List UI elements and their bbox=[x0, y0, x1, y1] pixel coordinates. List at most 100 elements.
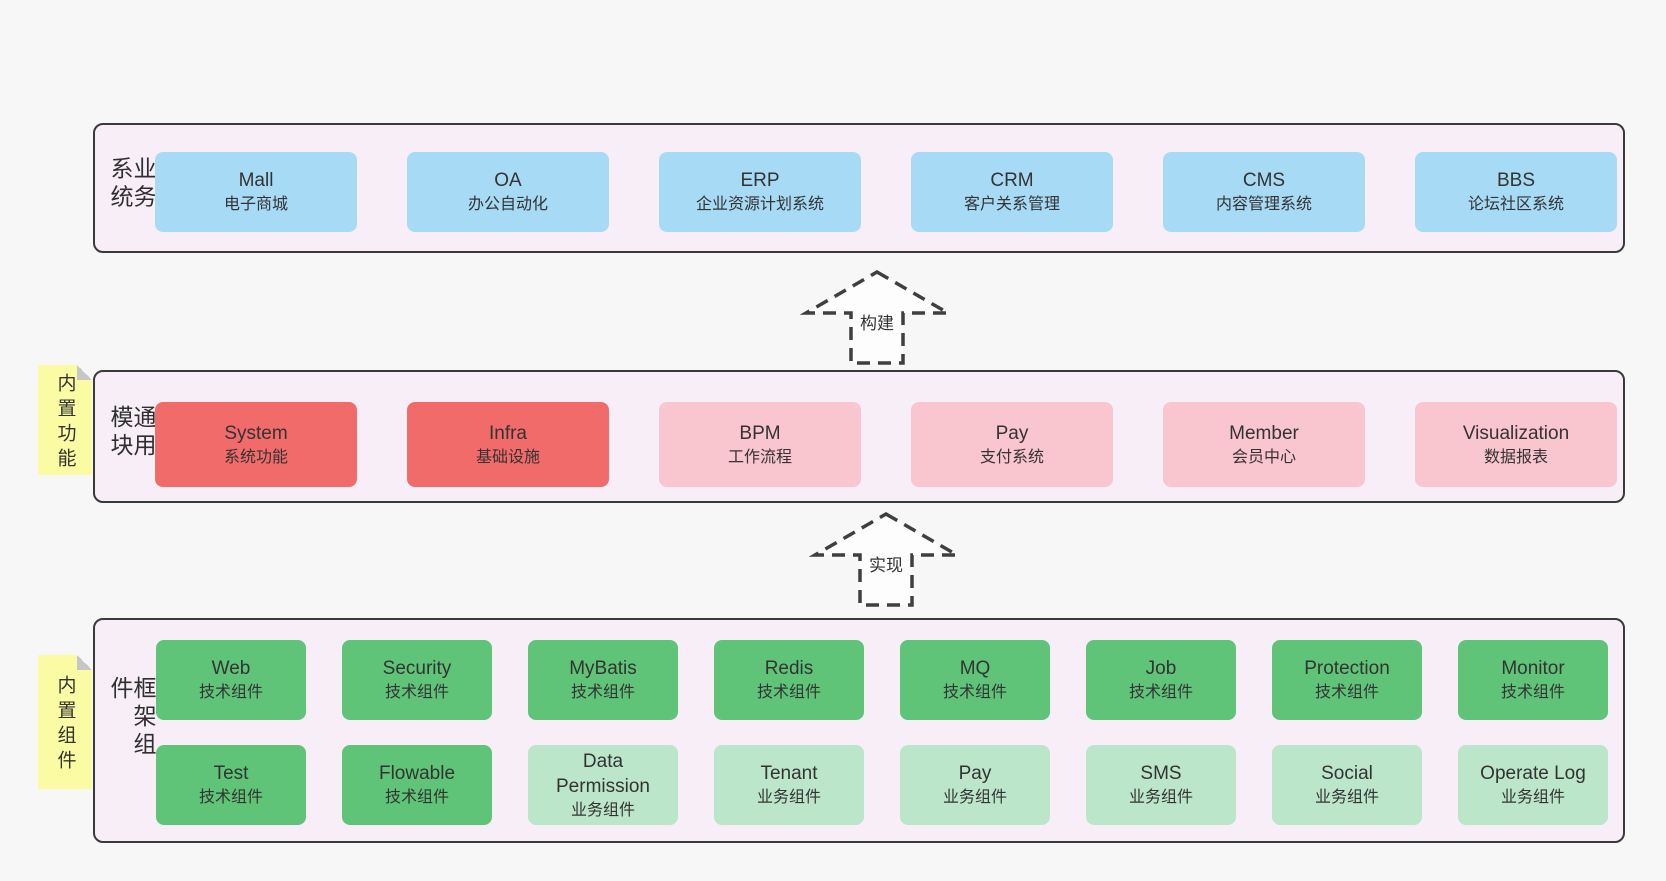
box-title: Pay bbox=[958, 763, 992, 784]
section-label: 框架组件 bbox=[107, 675, 156, 760]
box-member: Member 会员中心 bbox=[1163, 402, 1365, 487]
box-title: SMS bbox=[1140, 763, 1182, 784]
box-title: Monitor bbox=[1501, 658, 1565, 679]
box-title: MyBatis bbox=[569, 658, 637, 679]
box-title: Data Permission bbox=[556, 750, 650, 797]
box-subtitle: 技术组件 bbox=[942, 684, 1007, 701]
box-bbs: BBS 论坛社区系统 bbox=[1415, 152, 1617, 232]
box-subtitle: 业务组件 bbox=[570, 801, 635, 819]
box-bpm: BPM 工作流程 bbox=[659, 402, 861, 487]
box-subtitle: 技术组件 bbox=[384, 789, 449, 806]
section-business-systems: 业务系统 Mall 电子商城 OA 办公自动化 ERP 企业资源计划系统 CRM… bbox=[93, 123, 1625, 253]
box-title: Member bbox=[1229, 422, 1299, 444]
box-pay-business: Pay 业务组件 bbox=[900, 745, 1050, 825]
box-title: Mall bbox=[238, 170, 274, 191]
box-subtitle: 业务组件 bbox=[1128, 789, 1193, 806]
box-title: BBS bbox=[1496, 170, 1536, 191]
box-subtitle: 数据报表 bbox=[1483, 448, 1548, 466]
box-pay: Pay 支付系统 bbox=[911, 402, 1113, 487]
box-title: ERP bbox=[740, 170, 780, 191]
box-erp: ERP 企业资源计划系统 bbox=[659, 152, 861, 232]
box-social: Social 业务组件 bbox=[1272, 745, 1422, 825]
box-tenant: Tenant 业务组件 bbox=[714, 745, 864, 825]
box-system: System 系统功能 bbox=[155, 402, 357, 487]
box-title: BPM bbox=[739, 422, 781, 444]
box-subtitle: 论坛社区系统 bbox=[1467, 196, 1564, 213]
box-test: Test 技术组件 bbox=[156, 745, 306, 825]
folded-corner-icon bbox=[77, 655, 92, 670]
box-subtitle: 技术组件 bbox=[1314, 684, 1379, 701]
box-flowable: Flowable 技术组件 bbox=[342, 745, 492, 825]
section-label: 业务系统 bbox=[107, 156, 156, 213]
box-cms: CMS 内容管理系统 bbox=[1163, 152, 1365, 232]
box-subtitle: 企业资源计划系统 bbox=[695, 196, 824, 213]
folded-corner-icon bbox=[77, 365, 92, 380]
box-title: Web bbox=[211, 658, 251, 679]
box-subtitle: 客户关系管理 bbox=[963, 196, 1060, 213]
box-protection: Protection 技术组件 bbox=[1272, 640, 1422, 720]
section-common-modules: 通用模块 System 系统功能 Infra 基础设施 BPM 工作流程 Pay… bbox=[93, 370, 1625, 503]
box-redis: Redis 技术组件 bbox=[714, 640, 864, 720]
box-subtitle: 技术组件 bbox=[1500, 684, 1565, 701]
box-security: Security 技术组件 bbox=[342, 640, 492, 720]
note-text: 内置功能 bbox=[54, 373, 76, 473]
note-text: 内置组件 bbox=[54, 675, 76, 775]
box-title: Flowable bbox=[378, 763, 456, 784]
box-title: Security bbox=[382, 658, 452, 679]
box-title: OA bbox=[494, 170, 522, 191]
box-title: CMS bbox=[1242, 170, 1286, 191]
box-title: Tenant bbox=[760, 763, 818, 784]
box-title: Pay bbox=[995, 422, 1029, 444]
box-title: Test bbox=[213, 763, 249, 784]
box-oa: OA 办公自动化 bbox=[407, 152, 609, 232]
arrow-label: 实现 bbox=[865, 550, 907, 577]
box-title: Protection bbox=[1304, 658, 1390, 679]
box-subtitle: 技术组件 bbox=[198, 789, 263, 806]
box-title: Operate Log bbox=[1480, 763, 1586, 784]
box-mybatis: MyBatis 技术组件 bbox=[528, 640, 678, 720]
box-monitor: Monitor 技术组件 bbox=[1458, 640, 1608, 720]
box-title: Social bbox=[1321, 763, 1373, 784]
implement-arrow: 实现 bbox=[809, 508, 963, 611]
box-title: Infra bbox=[488, 422, 528, 444]
box-web: Web 技术组件 bbox=[156, 640, 306, 720]
box-sms: SMS 业务组件 bbox=[1086, 745, 1236, 825]
box-title: CRM bbox=[990, 170, 1034, 191]
box-crm: CRM 客户关系管理 bbox=[911, 152, 1113, 232]
section-framework-components: 框架组件 Web 技术组件 Security 技术组件 MyBatis 技术组件… bbox=[93, 618, 1625, 843]
sticky-note-builtin-components: 内置组件 bbox=[38, 655, 92, 789]
box-data-permission: Data Permission 业务组件 bbox=[528, 745, 678, 825]
box-subtitle: 电子商城 bbox=[223, 196, 288, 213]
box-title: System bbox=[224, 422, 288, 444]
box-subtitle: 系统功能 bbox=[223, 448, 288, 466]
box-subtitle: 业务组件 bbox=[1314, 789, 1379, 806]
box-title: Redis bbox=[764, 658, 814, 679]
build-arrow: 构建 bbox=[800, 266, 954, 369]
box-subtitle: 内容管理系统 bbox=[1215, 196, 1312, 213]
box-title: Visualization bbox=[1462, 422, 1570, 444]
box-subtitle: 技术组件 bbox=[384, 684, 449, 701]
box-subtitle: 业务组件 bbox=[942, 789, 1007, 806]
box-subtitle: 支付系统 bbox=[979, 448, 1044, 466]
section-label: 通用模块 bbox=[107, 404, 156, 461]
box-subtitle: 会员中心 bbox=[1231, 448, 1296, 466]
box-subtitle: 业务组件 bbox=[756, 789, 821, 806]
box-subtitle: 办公自动化 bbox=[467, 196, 548, 213]
box-infra: Infra 基础设施 bbox=[407, 402, 609, 487]
arrow-label: 构建 bbox=[856, 308, 898, 335]
box-subtitle: 基础设施 bbox=[475, 448, 540, 466]
box-operate-log: Operate Log 业务组件 bbox=[1458, 745, 1608, 825]
box-title: Job bbox=[1145, 658, 1177, 679]
box-subtitle: 技术组件 bbox=[198, 684, 263, 701]
sticky-note-builtin-features: 内置功能 bbox=[38, 365, 92, 475]
box-subtitle: 技术组件 bbox=[1128, 684, 1193, 701]
box-subtitle: 工作流程 bbox=[727, 448, 792, 466]
box-mall: Mall 电子商城 bbox=[155, 152, 357, 232]
box-subtitle: 业务组件 bbox=[1500, 789, 1565, 806]
box-title: MQ bbox=[959, 658, 991, 679]
box-visualization: Visualization 数据报表 bbox=[1415, 402, 1617, 487]
box-subtitle: 技术组件 bbox=[756, 684, 821, 701]
box-job: Job 技术组件 bbox=[1086, 640, 1236, 720]
box-subtitle: 技术组件 bbox=[570, 684, 635, 701]
